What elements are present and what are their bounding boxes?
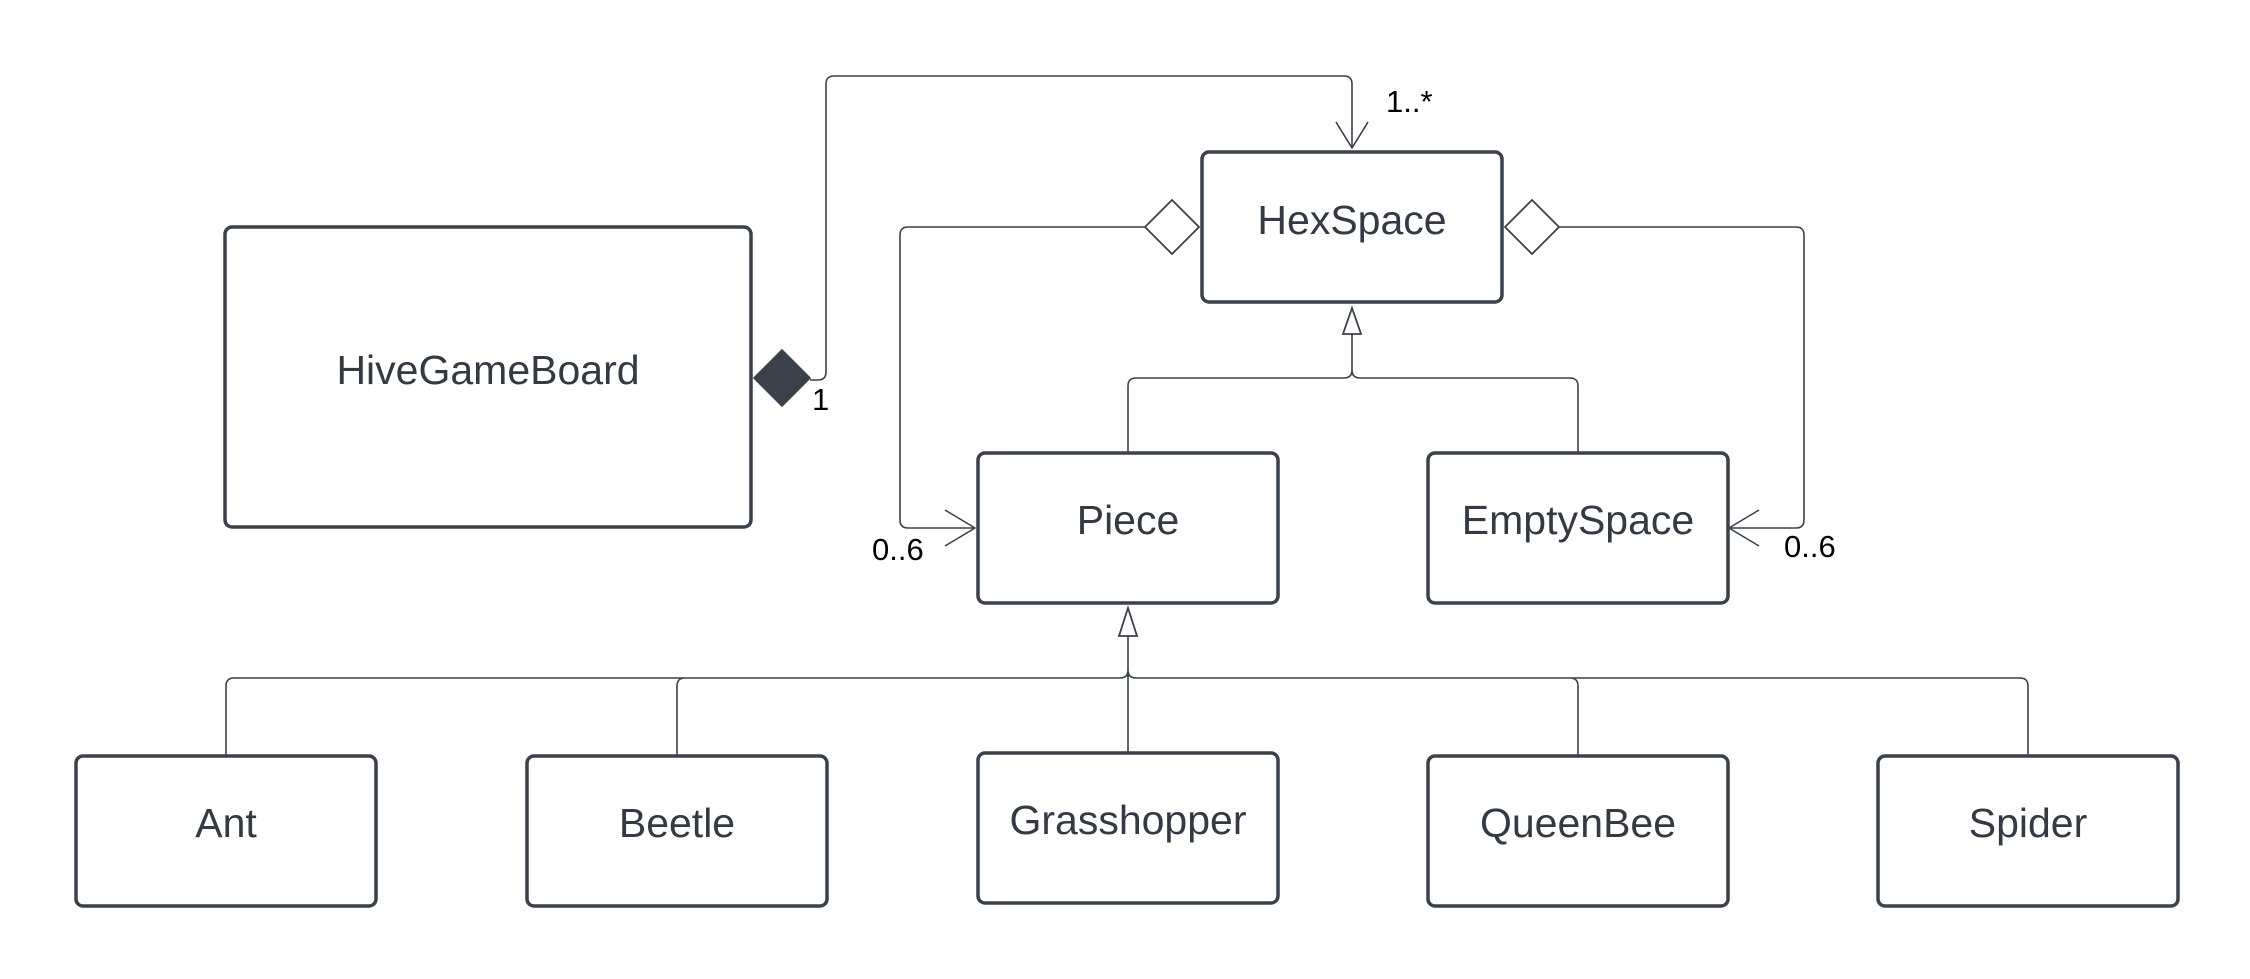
class-name-queen-bee: QueenBee: [1480, 800, 1676, 846]
aggregation-line-hexspace-piece: [899, 226, 1145, 529]
composition-diamond: [752, 348, 812, 408]
open-arrow-piece: [944, 509, 976, 547]
inheritance-triangle-hexspace: [1341, 305, 1363, 335]
generalization-lines-hexspace: [1127, 334, 1579, 452]
class-hive-game-board[interactable]: HiveGameBoard: [223, 225, 753, 529]
class-name-hive-game-board: HiveGameBoard: [336, 347, 639, 393]
inheritance-triangle-piece: [1117, 605, 1139, 637]
class-queen-bee[interactable]: QueenBee: [1426, 754, 1730, 908]
aggregation-diamond-right: [1503, 198, 1561, 256]
class-name-spider: Spider: [1969, 800, 2088, 846]
class-name-piece: Piece: [1077, 497, 1180, 543]
class-empty-space[interactable]: EmptySpace: [1426, 451, 1730, 605]
class-name-beetle: Beetle: [619, 800, 735, 846]
class-name-grasshopper: Grasshopper: [1009, 797, 1246, 843]
class-name-empty-space: EmptySpace: [1462, 497, 1694, 543]
class-beetle[interactable]: Beetle: [525, 754, 829, 908]
class-spider[interactable]: Spider: [1876, 754, 2180, 908]
class-grasshopper[interactable]: Grasshopper: [976, 751, 1280, 905]
open-arrow-hexspace: [1335, 121, 1369, 149]
class-name-ant: Ant: [195, 800, 257, 846]
class-name-hex-space: HexSpace: [1257, 197, 1446, 243]
aggregation-diamond-left: [1143, 198, 1201, 256]
multiplicity-piece-end: 0..6: [872, 532, 924, 567]
composition-line-board-hexspace: [810, 75, 1353, 381]
multiplicity-emptyspace-end: 0..6: [1784, 529, 1836, 564]
class-hex-space[interactable]: HexSpace: [1200, 150, 1504, 304]
class-piece[interactable]: Piece: [976, 451, 1280, 605]
class-ant[interactable]: Ant: [74, 754, 378, 908]
multiplicity-board-end: 1: [812, 382, 829, 417]
generalization-lines-piece: [225, 636, 2029, 755]
aggregation-line-hexspace-emptyspace: [1559, 226, 1805, 529]
multiplicity-hexspace-end: 1..*: [1386, 84, 1433, 119]
